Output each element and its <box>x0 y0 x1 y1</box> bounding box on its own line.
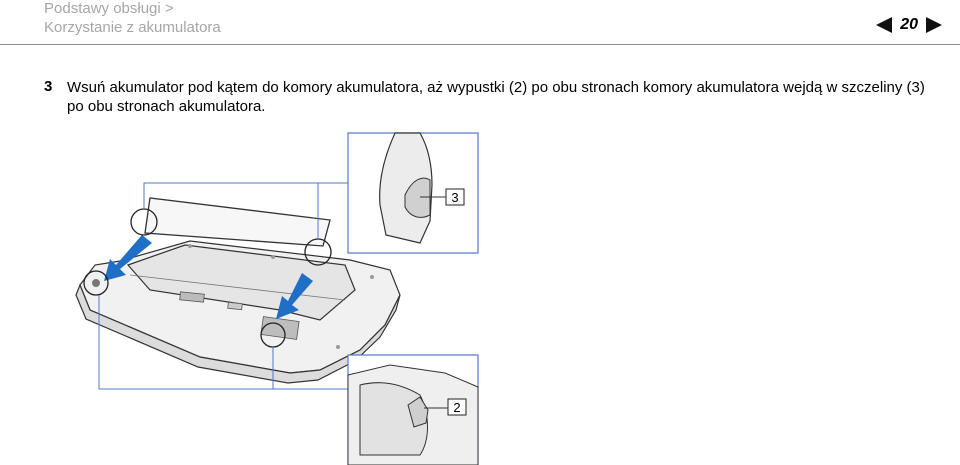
insertion-arrow-left <box>104 235 152 281</box>
breadcrumb-topic[interactable]: Korzystanie z akumulatora <box>44 19 221 36</box>
laptop-bottom <box>75 240 401 384</box>
breadcrumb-section[interactable]: Podstawy obsługi > <box>44 0 174 17</box>
step-instruction: Wsuń akumulator pod kątem do komory akum… <box>67 79 925 115</box>
leader-lines <box>98 182 348 390</box>
callout-number-3: 3 <box>451 190 458 205</box>
page-header: Podstawy obsługi > Korzystanie z akumula… <box>0 0 960 44</box>
detail-box-top: 3 <box>347 132 479 254</box>
detail-box-bottom: 2 <box>347 354 479 465</box>
page-number: 20 <box>900 16 918 33</box>
step-number: 3 <box>44 78 53 95</box>
insertion-arrow-right <box>276 273 313 319</box>
triangle-left-icon[interactable] <box>872 14 894 36</box>
page-navigation: 20 <box>872 14 946 36</box>
callout-number-2: 2 <box>453 400 460 415</box>
header-divider <box>0 44 960 45</box>
insertion-arrows <box>104 235 313 319</box>
battery-insertion-illustration: 3 2 <box>75 132 479 465</box>
triangle-right-icon[interactable] <box>924 14 946 36</box>
battery-outline <box>144 197 331 247</box>
